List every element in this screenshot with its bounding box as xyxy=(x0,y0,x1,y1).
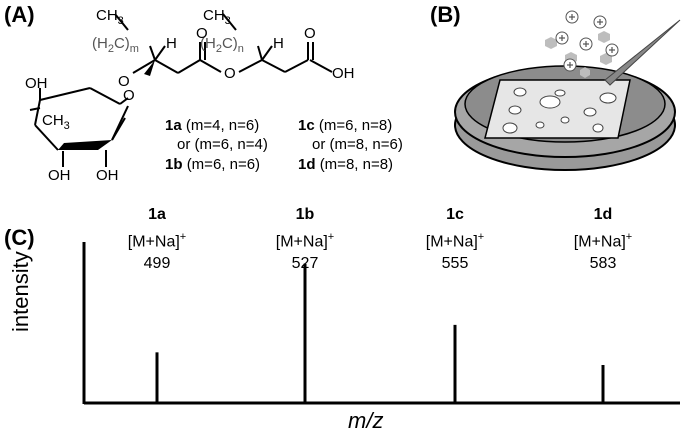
peak-mz: 555 xyxy=(441,255,469,273)
compound-1b: 1b (m=6, n=6) xyxy=(165,156,261,173)
chemical-structure: OH O CH3 OH OH O CH3 CH3 (H2C)m (H2C)n H… xyxy=(25,7,355,184)
bacterial-colonies xyxy=(502,87,617,134)
oh-acid: OH xyxy=(332,65,355,82)
peak-ion: [M+Na]+ xyxy=(275,231,335,251)
o-ester: O xyxy=(224,65,236,82)
peak-label-1b: 1b [M+Na]+ 527 xyxy=(260,204,350,275)
o-ester-carbonyl: O xyxy=(196,25,208,42)
compound-1a-alt: or (m=6, n=4) xyxy=(177,136,268,153)
compound-1a: 1a (m=4, n=6) xyxy=(165,117,260,134)
o-acid-carbonyl: O xyxy=(304,25,316,42)
peak-name: 1b xyxy=(295,206,315,223)
x-axis-label: m/z xyxy=(348,408,384,433)
panel-label-a: (A) xyxy=(4,2,35,27)
peak-ion: [M+Na]+ xyxy=(573,231,633,251)
ch3-right: CH3 xyxy=(203,7,231,27)
panel-label-c: (C) xyxy=(4,225,35,250)
h2c-left: (H2C)m xyxy=(92,35,139,55)
peak-label-1d: 1d [M+Na]+ 583 xyxy=(558,204,648,275)
h-left: H xyxy=(166,35,177,52)
ring-ch3: CH3 xyxy=(42,112,70,132)
chain-bonds xyxy=(114,13,333,74)
peak-label-1c: 1c [M+Na]+ 555 xyxy=(410,204,500,275)
peak-name: 1a xyxy=(148,206,166,223)
compound-1c: 1c (m=6, n=8) xyxy=(298,117,393,134)
y-axis-label: intensity xyxy=(8,251,33,332)
link-o: O xyxy=(118,73,130,90)
h2c-right: (H2C)n xyxy=(200,35,244,55)
ring-oh-br: OH xyxy=(96,167,119,184)
ring-oh-top: OH xyxy=(25,75,48,92)
compound-1d: 1d (m=8, n=8) xyxy=(298,156,394,173)
compound-1c-alt: or (m=8, n=6) xyxy=(312,136,403,153)
peak-ion: [M+Na]+ xyxy=(127,231,187,251)
ion-plume xyxy=(545,31,612,78)
peak-name: 1c xyxy=(446,206,464,223)
peak-mz: 583 xyxy=(589,255,617,273)
desi-sprayer xyxy=(604,19,681,86)
peak-mz: 499 xyxy=(143,255,171,273)
h-right: H xyxy=(273,35,284,52)
ch3-left: CH3 xyxy=(96,7,124,27)
panel-label-b: (B) xyxy=(430,2,461,27)
peak-name: 1d xyxy=(593,206,613,223)
peak-mz: 527 xyxy=(291,255,319,273)
mass-spectrum xyxy=(82,242,680,405)
ring-oh-bl: OH xyxy=(48,167,71,184)
peak-label-1a: 1a [M+Na]+ 499 xyxy=(112,204,202,275)
ring-o: O xyxy=(123,87,135,104)
rhamnose-ring xyxy=(29,87,129,167)
peak-ion: [M+Na]+ xyxy=(425,231,485,251)
petri-dish-illustration xyxy=(454,10,681,171)
